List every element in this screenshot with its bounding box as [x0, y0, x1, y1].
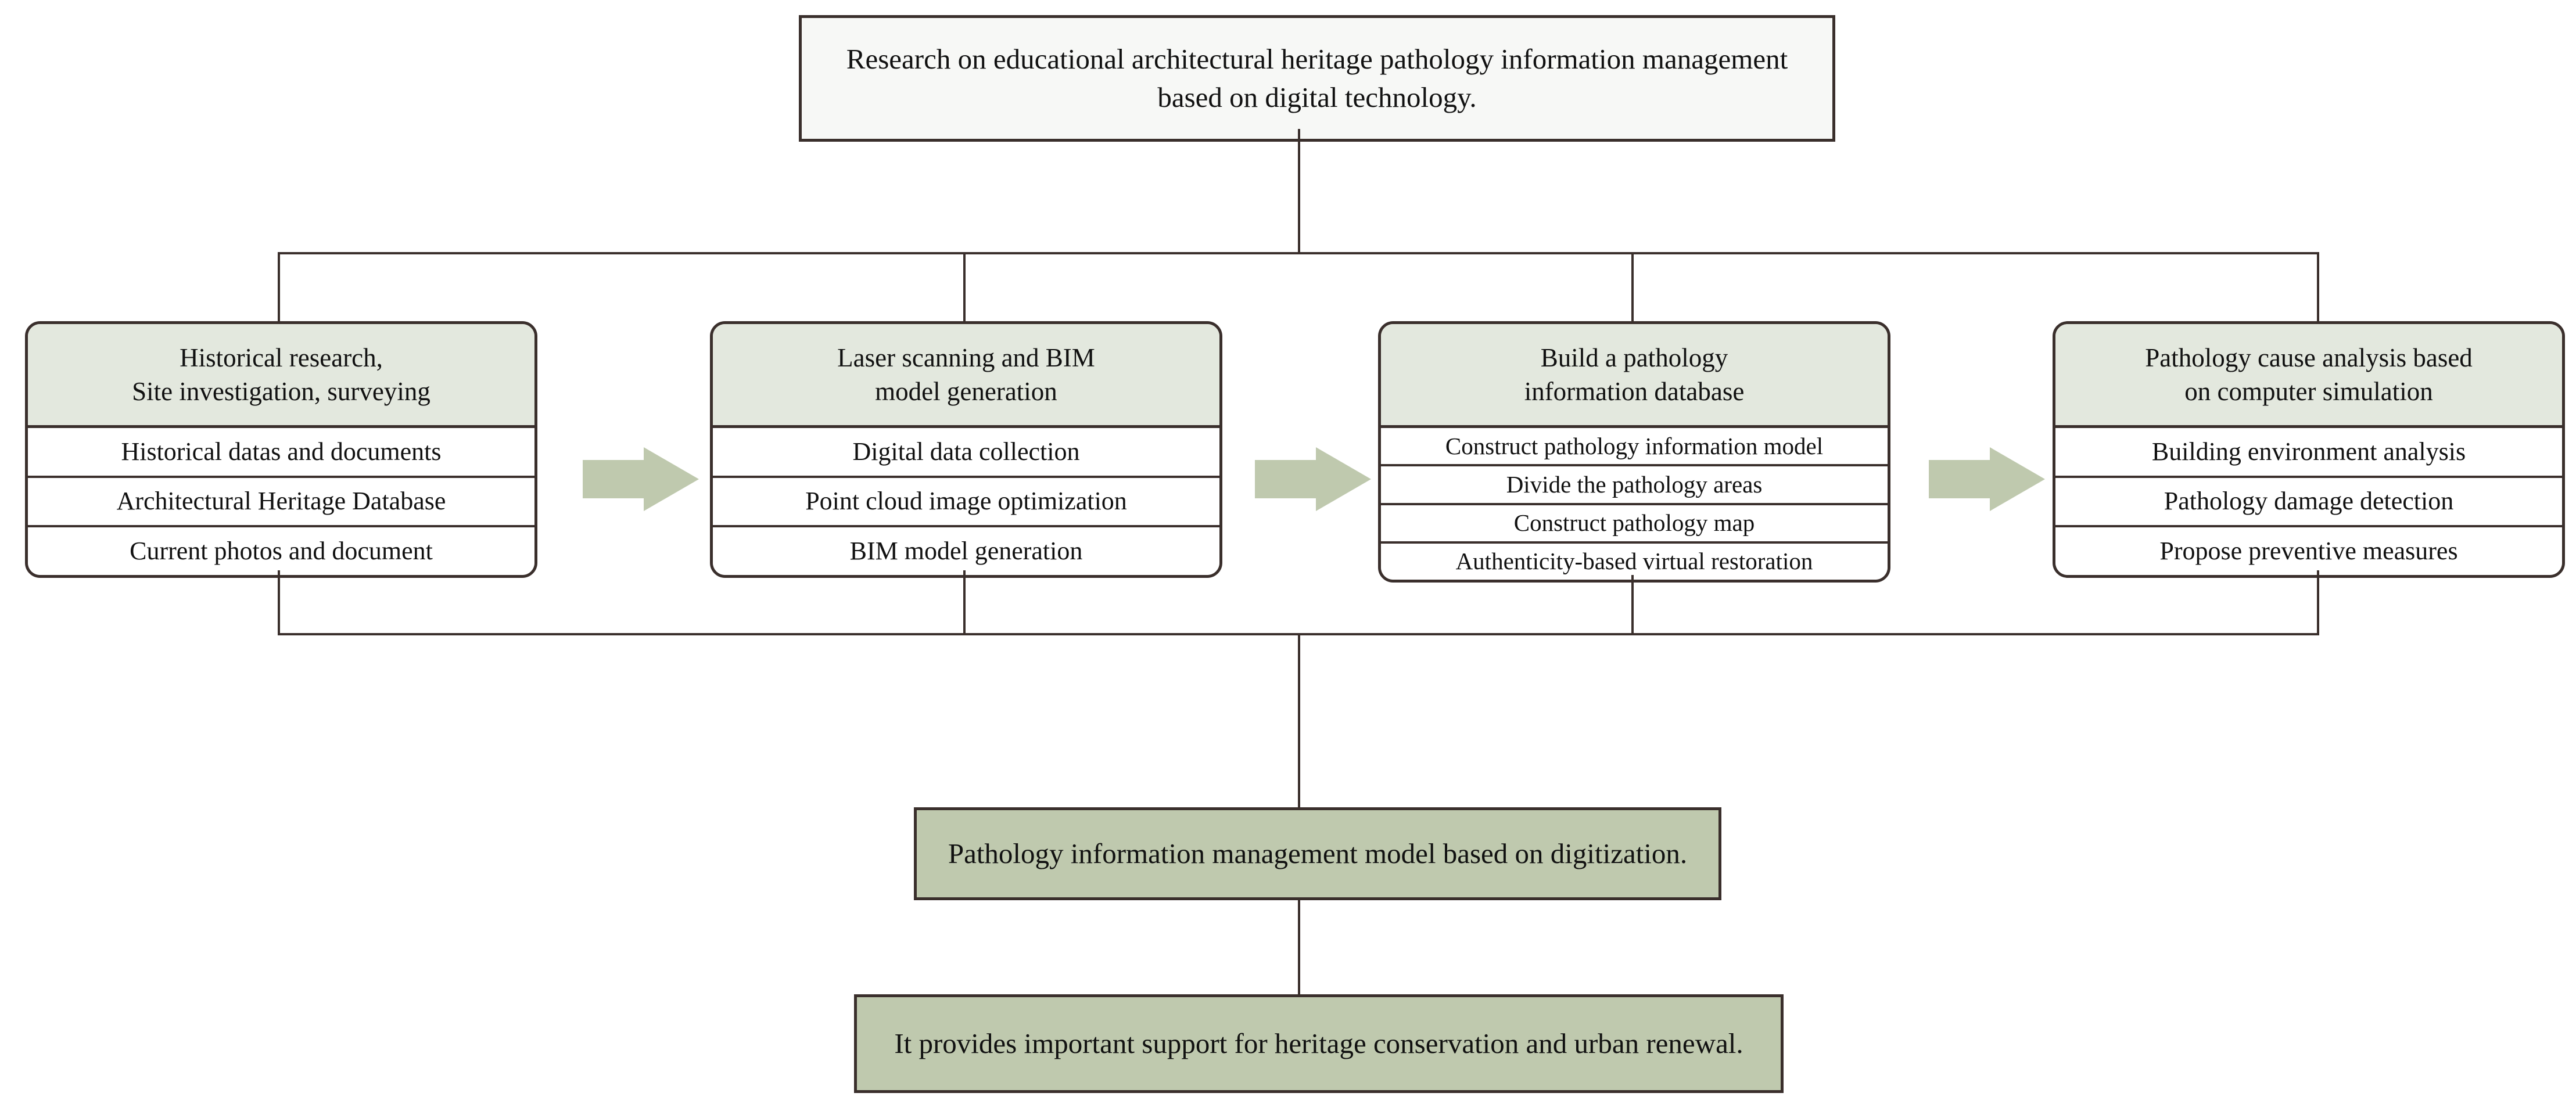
connector-drop-stage-2: [963, 252, 966, 323]
flow-arrow-2-shaft: [1255, 460, 1319, 498]
flow-arrow-1-shaft: [583, 460, 647, 498]
stage-3-rows: Construct pathology information model Di…: [1381, 428, 1888, 580]
stage-3-row-4: Authenticity-based virtual restoration: [1455, 548, 1813, 575]
root-title-box: Research on educational architectural he…: [799, 15, 1835, 142]
flow-arrow-1: [583, 447, 699, 511]
outcome-box-2: It provides important support for herita…: [854, 994, 1784, 1093]
flow-arrow-3: [1929, 447, 2045, 511]
stage-1-row-2: Architectural Heritage Database: [28, 478, 534, 528]
stage-1-header-text: Historical research,Site investigation, …: [132, 343, 430, 407]
connector-riser-stage-3: [1631, 575, 1634, 635]
stage-1-header: Historical research,Site investigation, …: [28, 324, 534, 428]
connector-top-bus: [278, 252, 2319, 254]
connector-drop-stage-4: [2317, 252, 2319, 323]
connector-riser-stage-1: [278, 570, 280, 635]
connector-riser-stage-4: [2317, 570, 2319, 635]
stage-card-1: Historical research,Site investigation, …: [25, 321, 537, 578]
stage-2-row-3: BIM model generation: [849, 536, 1083, 565]
stage-2-rows: Digital data collection Point cloud imag…: [713, 428, 1219, 575]
stage-4-row-2: Pathology damage detection: [2055, 478, 2562, 528]
flow-arrow-1-head: [644, 447, 699, 511]
flow-arrow-3-shaft: [1929, 460, 1993, 498]
stage-1-row-3: Current photos and document: [130, 536, 433, 565]
connector-outcome-stem-2: [1298, 899, 1300, 995]
flow-arrow-2: [1255, 447, 1371, 511]
stage-1-rows: Historical datas and documents Architect…: [28, 428, 534, 575]
outcome-box-1: Pathology information management model b…: [914, 807, 1721, 900]
stage-1-row-1: Historical datas and documents: [28, 428, 534, 478]
stage-2-row-2: Point cloud image optimization: [713, 478, 1219, 528]
flow-arrow-2-head: [1316, 447, 1371, 511]
stage-4-row-1: Building environment analysis: [2055, 428, 2562, 478]
connector-root-stem: [1298, 129, 1300, 253]
stage-4-rows: Building environment analysis Pathology …: [2055, 428, 2562, 575]
stage-2-row-1: Digital data collection: [713, 428, 1219, 478]
connector-drop-stage-3: [1631, 252, 1634, 323]
flow-arrow-3-head: [1990, 447, 2045, 511]
stage-3-row-1: Construct pathology information model: [1381, 428, 1888, 467]
stage-4-row-3: Propose preventive measures: [2159, 536, 2458, 565]
outcome-box-2-text: It provides important support for herita…: [894, 1027, 1743, 1060]
outcome-box-1-text: Pathology information management model b…: [948, 837, 1688, 870]
stage-3-row-2: Divide the pathology areas: [1381, 466, 1888, 505]
connector-drop-stage-1: [278, 252, 280, 323]
root-title-text: Research on educational architectural he…: [846, 43, 1788, 113]
connector-outcome-stem-1: [1298, 633, 1300, 808]
connector-riser-stage-2: [963, 570, 966, 635]
stage-3-row-3: Construct pathology map: [1381, 505, 1888, 544]
